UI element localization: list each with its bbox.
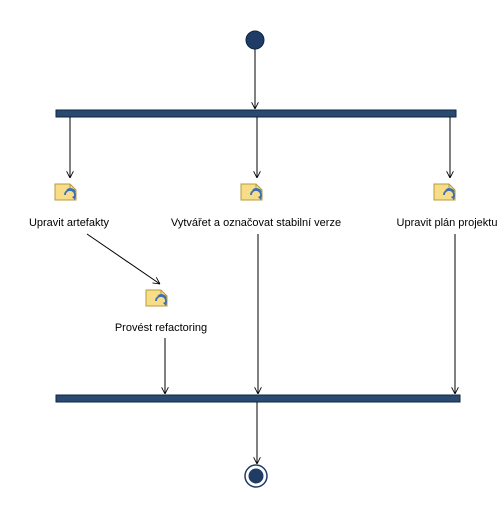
activity-upravit-artefakty[interactable]: Upravit artefakty xyxy=(29,183,110,229)
fork-bar[interactable] xyxy=(55,109,457,118)
edge-artefakty-to-refactoring xyxy=(86,233,160,284)
final-node[interactable] xyxy=(244,464,268,488)
activity-label: Upravit plán projektu xyxy=(397,217,498,229)
activity-icon xyxy=(145,289,168,307)
activity-label: Upravit artefakty xyxy=(29,217,110,229)
activity-upravit-plan[interactable]: Upravit plán projektu xyxy=(397,183,498,229)
activity-icon xyxy=(54,183,77,201)
activity-provest-refactoring[interactable]: Provést refactoring xyxy=(115,289,207,334)
activity-vytvaret-verze[interactable]: Vytvářet a označovat stabilní verze xyxy=(171,183,341,229)
initial-node[interactable] xyxy=(245,30,265,50)
activity-label: Provést refactoring xyxy=(115,322,207,334)
activity-icon xyxy=(433,183,456,201)
activity-icon xyxy=(240,183,263,201)
join-bar[interactable] xyxy=(55,394,461,403)
activity-label: Vytvářet a označovat stabilní verze xyxy=(171,217,341,229)
